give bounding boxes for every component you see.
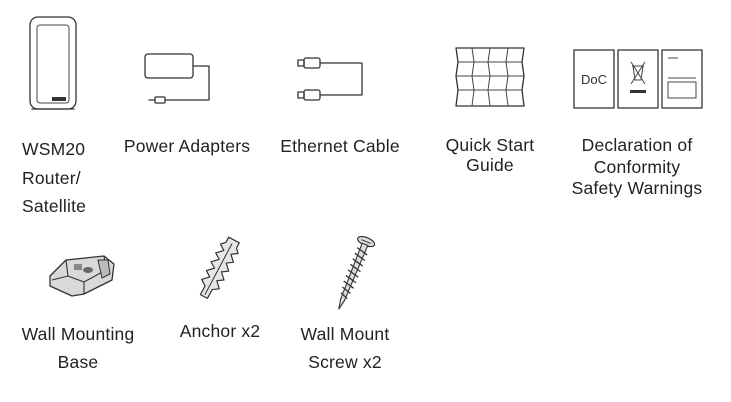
ethernet-cable-label-line-1: Ethernet Cable [280, 136, 400, 156]
screw-label-line-1: Wall Mount [300, 324, 390, 344]
quick-start-guide-label-line-1: Quick Start [445, 135, 535, 155]
anchor-label-line-1: Anchor x2 [179, 321, 261, 341]
wall-mounting-base-label: Wall Mounting Base [8, 320, 148, 376]
router-icon [29, 16, 77, 110]
wall-mounting-base-label-line-1: Wall Mounting [21, 324, 135, 344]
power-adapter-label-line-1: Power Adapters [123, 136, 251, 156]
router-label-line-3: Satellite [22, 196, 87, 216]
declaration-of-conformity-label: Declaration of Conformity Safety Warning… [555, 135, 719, 200]
screw-label-line-2: Screw x2 [308, 352, 382, 372]
declaration-of-conformity-icon: DoC [573, 49, 703, 109]
wall-mounting-base-icon [49, 255, 115, 297]
declaration-of-conformity-label-line-1: Declaration of [581, 135, 693, 155]
router-label-line-1: WSM20 [22, 139, 86, 159]
ethernet-cable-icon [297, 57, 363, 101]
quick-start-guide-label: Quick Start Guide [430, 135, 550, 175]
anchor-label: Anchor x2 [166, 320, 274, 342]
quick-start-guide-label-line-2: Guide [466, 155, 514, 175]
quick-start-guide-icon [455, 47, 525, 107]
screw-label: Wall Mount Screw x2 [282, 320, 408, 376]
router-label: WSM20 Router/ Satellite [22, 135, 86, 221]
router-label-line-2: Router/ [22, 167, 81, 188]
doc-text: DoC [581, 72, 607, 87]
power-adapter-icon [144, 53, 210, 104]
screw-icon [338, 235, 376, 310]
ethernet-cable-label: Ethernet Cable [270, 135, 410, 157]
declaration-of-conformity-label-line-2: Conformity [593, 156, 681, 177]
declaration-of-conformity-label-line-3: Safety Warnings [571, 178, 703, 198]
anchor-icon [199, 236, 240, 299]
power-adapter-label: Power Adapters [113, 135, 261, 157]
wall-mounting-base-label-line-2: Base [57, 352, 99, 372]
